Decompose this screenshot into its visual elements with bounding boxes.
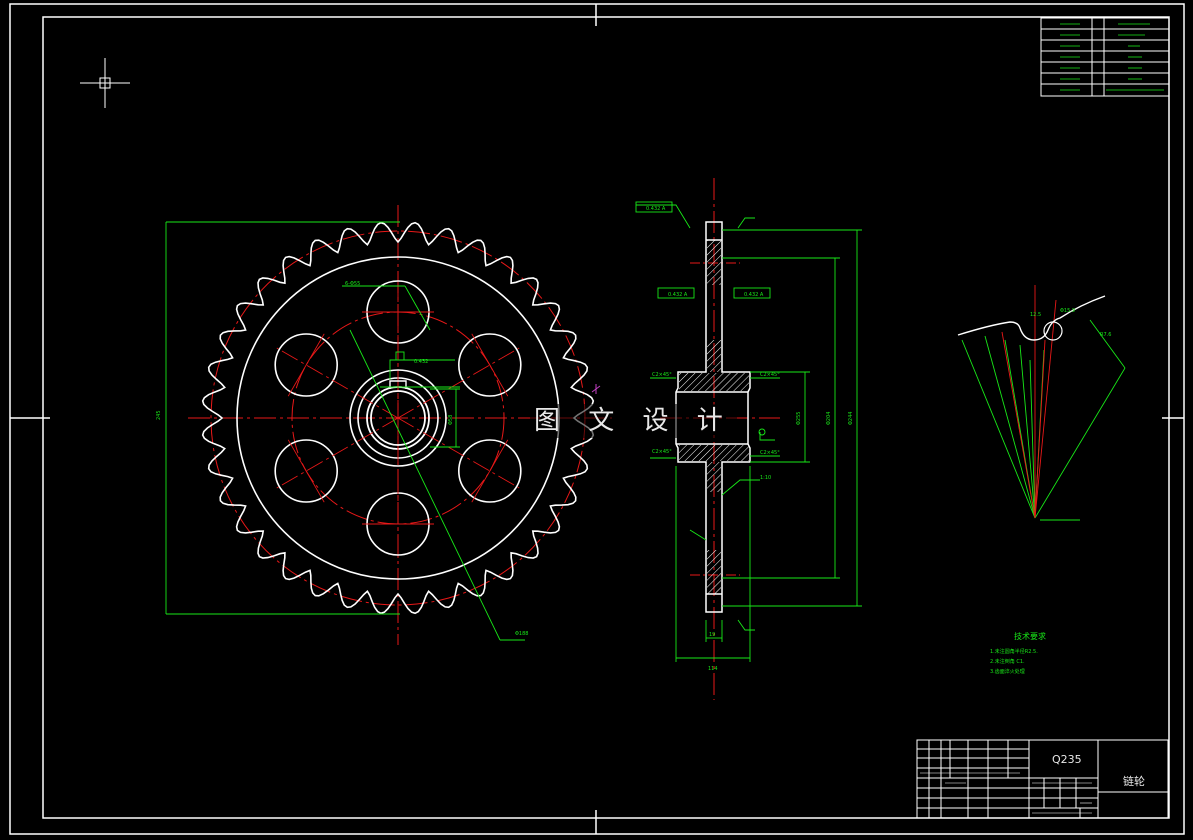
svg-text:C2×45°: C2×45° [760,372,780,378]
svg-text:6-Φ55: 6-Φ55 [345,281,360,287]
svg-text:Φ15.9: Φ15.9 [1060,308,1075,314]
svg-text:Φ244: Φ244 [848,412,854,425]
tech-requirement-1: 1.未注圆角半径R2.5. [990,649,1038,655]
svg-text:0.432 A: 0.432 A [646,206,666,212]
outer-frame [9,3,1185,835]
side-hatching [679,240,749,594]
hole-radial-centerline [397,417,520,489]
svg-text:12.5: 12.5 [1030,312,1041,318]
title-block-marks [920,772,1092,814]
sprocket-tooth-profile [201,221,595,615]
svg-text:Φ58: Φ58 [448,415,454,425]
material-label: Q235 [1052,753,1082,766]
title-block [916,739,1169,819]
hole-radial-centerline [397,347,520,419]
svg-text:C2×45°: C2×45° [652,372,672,378]
parameter-table-marks [1060,23,1164,91]
hole-centerline [471,333,509,397]
svg-text:Φ204: Φ204 [826,412,832,425]
lightening-holes [274,278,522,558]
sprocket-front-view: 245 6-Φ55 0.432 Φ188 Φ58 [156,205,612,645]
svg-text:Φ255: Φ255 [796,412,802,425]
tooth-detail-view: 12.5 Φ15.9 R7.6 [957,285,1126,521]
crosshair-cursor [80,58,130,108]
lightening-hole [274,333,339,397]
side-dimensions [635,201,862,662]
svg-text:114: 114 [708,666,718,672]
svg-text:245: 245 [156,410,162,420]
svg-text:0.432 A: 0.432 A [668,292,688,298]
lightening-hole [457,333,522,397]
tech-requirement-2: 2.未注倒角 C1. [990,659,1025,665]
svg-text:0.432: 0.432 [414,359,428,365]
hole-radial-centerline [276,417,399,489]
bore-circle [370,390,426,446]
centering-marks [10,4,1184,834]
hole-centerline [471,439,509,503]
keyway [389,380,407,389]
svg-text:19: 19 [709,632,715,638]
svg-text:C2×45°: C2×45° [652,449,672,455]
tech-requirement-3: 3.齿面淬火处理 [990,669,1025,675]
side-dimension-text: 0.432 A 0.432 A 0.432 A Φ244 Φ204 Φ255 1… [646,206,854,672]
part-name-label: 链轮 [1123,775,1145,788]
parameter-table [1040,17,1170,97]
svg-text:0.432 A: 0.432 A [744,292,764,298]
front-dimension-text: 245 6-Φ55 0.432 Φ188 Φ58 [156,281,528,637]
tooth-detail-profile [957,295,1106,341]
hub-outer-circle [349,369,447,467]
sprocket-side-section: 0.432 A 0.432 A 0.432 A Φ244 Φ204 Φ255 1… [635,178,862,700]
front-dimensions [165,221,525,641]
hole-centerline [287,333,325,397]
hole-centerline [287,439,325,503]
hole-radial-centerline [276,347,399,419]
svg-text:C2×45°: C2×45° [760,450,780,456]
watermark: 图 文 设 计 [530,404,737,438]
grip-marker [591,384,601,394]
tooth-detail-roller [1043,321,1063,341]
tech-requirements-heading: 技术要求 [1014,632,1046,641]
lightening-hole [274,439,339,503]
svg-text:R7.6: R7.6 [1100,332,1111,338]
svg-text:Φ188: Φ188 [515,631,528,637]
lightening-hole [457,439,522,503]
svg-text:1:10: 1:10 [760,475,771,481]
